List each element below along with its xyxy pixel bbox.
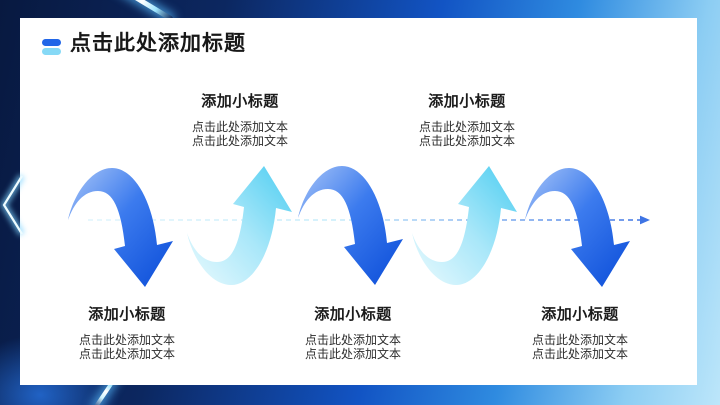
placeholder-line[interactable]: 点击此处添加文本 bbox=[304, 333, 401, 347]
placeholder-line[interactable]: 点击此处添加文本 bbox=[78, 333, 175, 347]
text-block-bottom-1[interactable]: 添加小标题 点击此处添加文本 点击此处添加文本 bbox=[47, 303, 207, 361]
subheading[interactable]: 添加小标题 bbox=[428, 93, 506, 110]
text-block-bottom-3[interactable]: 添加小标题 点击此处添加文本 点击此处添加文本 bbox=[500, 303, 660, 361]
slide-title[interactable]: 点击此处添加标题 bbox=[70, 32, 246, 55]
placeholder-line[interactable]: 点击此处添加文本 bbox=[304, 347, 401, 362]
subheading[interactable]: 添加小标题 bbox=[314, 306, 392, 323]
placeholder-line[interactable]: 点击此处添加文本 bbox=[78, 347, 175, 362]
placeholder-line[interactable]: 点击此处添加文本 bbox=[531, 347, 628, 362]
placeholder-line[interactable]: 点击此处添加文本 bbox=[531, 333, 628, 347]
text-block-top-2[interactable]: 添加小标题 点击此处添加文本 点击此处添加文本 bbox=[387, 90, 547, 148]
title-row: 点击此处添加标题 bbox=[42, 32, 246, 56]
placeholder-line[interactable]: 点击此处添加文本 bbox=[191, 120, 288, 134]
placeholder-line[interactable]: 点击此处添加文本 bbox=[418, 120, 515, 134]
title-accent-icon bbox=[42, 39, 61, 55]
text-block-bottom-2[interactable]: 添加小标题 点击此处添加文本 点击此处添加文本 bbox=[273, 303, 433, 361]
subheading[interactable]: 添加小标题 bbox=[88, 306, 166, 323]
text-block-top-1[interactable]: 添加小标题 点击此处添加文本 点击此处添加文本 bbox=[160, 90, 320, 148]
subheading[interactable]: 添加小标题 bbox=[541, 306, 619, 323]
subheading[interactable]: 添加小标题 bbox=[201, 93, 279, 110]
placeholder-line[interactable]: 点击此处添加文本 bbox=[418, 134, 515, 149]
placeholder-line[interactable]: 点击此处添加文本 bbox=[191, 134, 288, 149]
